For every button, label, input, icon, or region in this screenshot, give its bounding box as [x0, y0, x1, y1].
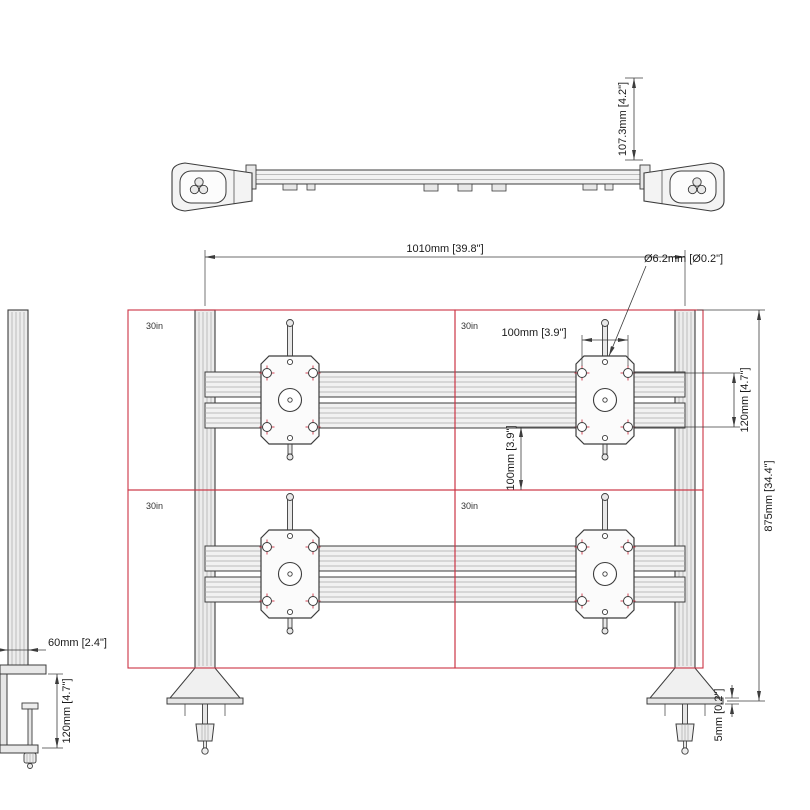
dim-post-depth: 60mm [2.4"]: [0, 637, 107, 652]
desk-clamp-right: [646, 667, 724, 755]
dim-vesa-height: 120mm [4.7"]: [632, 367, 751, 433]
monitor-label-top-right: 30in: [461, 321, 478, 331]
side-desk-clamp: [0, 664, 47, 769]
front-view: 30in 30in 30in 30in 1010mm [39.8"] Ø6.2m…: [127, 243, 775, 755]
monitor-size-labels: 30in 30in 30in 30in: [146, 321, 478, 511]
monitor-label-top-left: 30in: [146, 321, 163, 331]
dim-top-depth-label: 107.3mm [4.2"]: [617, 82, 629, 156]
dim-post-depth-label: 60mm [2.4"]: [48, 637, 107, 649]
top-bracket-left: [171, 162, 253, 212]
dim-plate-thickness: 5mm [0.2"]: [713, 685, 739, 741]
monitor-outlines: [127, 309, 704, 669]
dim-overall-height-label: 875mm [34.4"]: [763, 460, 775, 531]
top-view: 107.3mm [4.2"]: [171, 77, 725, 212]
dim-center-offset-label: 100mm [3.9"]: [505, 425, 517, 490]
dim-center-offset: 100mm [3.9"]: [505, 425, 578, 491]
dim-hole-diameter: Ø6.2mm [Ø0.2"]: [608, 253, 723, 357]
top-crossbar: [251, 169, 647, 185]
desk-clamp-left: [166, 667, 244, 755]
post-left: [194, 309, 216, 701]
dim-vesa-height-label: 120mm [4.7"]: [739, 367, 751, 432]
side-post: [7, 309, 29, 669]
top-bracket-right: [643, 162, 725, 212]
monitor-label-bottom-left: 30in: [146, 501, 163, 511]
dim-overall-width-label: 1010mm [39.8"]: [406, 243, 483, 255]
dim-overall-width: 1010mm [39.8"]: [204, 243, 686, 306]
monitor-outline-bottom-right: [454, 489, 704, 669]
dim-plate-thickness-label: 5mm [0.2"]: [713, 689, 725, 742]
vesa-mount-bottom-left: [260, 494, 321, 635]
vesa-mount-bottom-right: [575, 494, 636, 635]
vesa-mount-top-right: [575, 320, 636, 461]
dim-vesa-width-label: 100mm [3.9"]: [501, 327, 566, 339]
bar-mount-clips: [282, 183, 614, 192]
dim-overall-height: 875mm [34.4"]: [697, 309, 775, 702]
dim-clamp-opening-label: 120mm [4.7"]: [61, 678, 73, 743]
vesa-mount-top-left: [260, 320, 321, 461]
dim-vesa-width: 100mm [3.9"]: [501, 327, 629, 366]
post-right: [674, 309, 696, 701]
dim-hole-diameter-label: Ø6.2mm [Ø0.2"]: [644, 253, 723, 265]
dim-top-depth: 107.3mm [4.2"]: [617, 77, 643, 161]
side-view: 60mm [2.4"] 120mm [4.7"]: [0, 309, 107, 769]
monitor-label-bottom-right: 30in: [461, 501, 478, 511]
dim-clamp-opening: 120mm [4.7"]: [42, 673, 73, 749]
